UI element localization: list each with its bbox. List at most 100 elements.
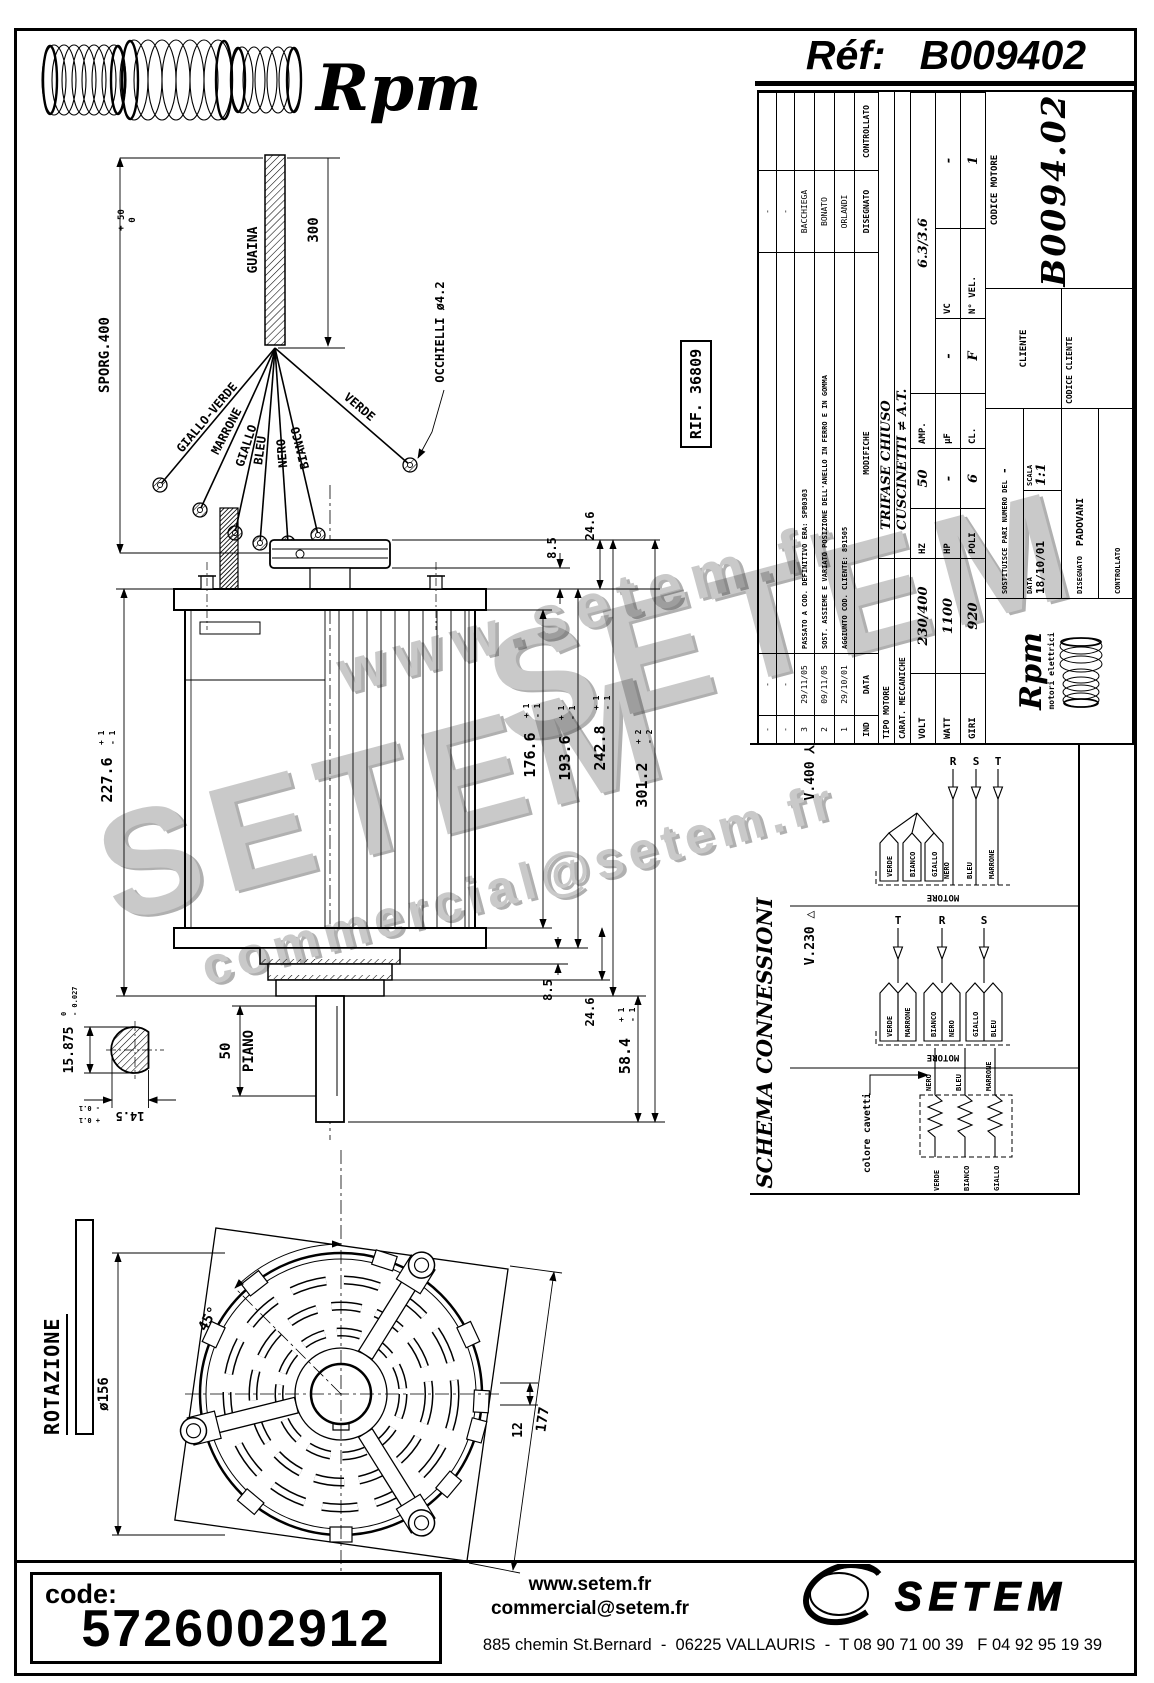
footer-address: 885 chemin St.Bernard - 06225 VALLAURIS … <box>482 1636 1103 1654</box>
controllato-label: CONTROLLATO <box>1113 547 1122 594</box>
revision-table: - - - - - - 3 29/11/05 PASSATO A COD. DE… <box>759 92 879 743</box>
rpm-mini-logo-text: Rpm <box>1013 632 1049 710</box>
codice-motore-value: B0094.02 <box>1034 93 1073 287</box>
tipo-motore-value: TRIFASE CHIUSO <box>879 92 895 558</box>
schema-border <box>750 743 1080 1195</box>
v230-wire-labels: VERDE MARRONE BIANCO NERO GIALLO BLEU <box>886 1007 998 1037</box>
sheet-border <box>14 28 1137 1676</box>
hp-label: HP <box>936 508 961 558</box>
code-label: code: <box>45 1579 118 1609</box>
codice-motore-label: CODICE MOTORE <box>990 154 1000 226</box>
dim-85t: 8.5 <box>545 537 559 559</box>
hp-value: - <box>936 448 961 508</box>
setem-logo-text: SETEM <box>895 1575 1068 1619</box>
rev-cell: - <box>777 653 795 715</box>
cl-value: F <box>961 318 986 393</box>
uf-label: μF <box>936 393 961 448</box>
rif-box: RIF. 36809 <box>680 340 712 448</box>
scala-label: SCALA <box>1026 464 1034 486</box>
drawing-info-cell: SOSTITUISCE PARI NUMERO DEL - DATA 18/10… <box>986 408 1136 598</box>
v230-terminals <box>879 982 1003 1042</box>
wire-label: MARRONE <box>988 849 996 879</box>
dim-584-tp: + 1 <box>617 1007 626 1022</box>
rev-cell: 3 <box>795 715 815 743</box>
ref-value: B009402 <box>919 32 1087 78</box>
dim-193: 193.6 <box>556 735 574 780</box>
phase-label: T <box>895 914 902 927</box>
rpm-logo: Rpm <box>41 39 482 126</box>
sostituisce-label: SOSTITUISCE PARI NUMERO DEL <box>1000 480 1009 594</box>
occhielli-leader <box>417 389 445 459</box>
data-label: DATA <box>1026 577 1034 594</box>
rev-cell: 29/11/05 <box>795 653 815 715</box>
dim-242: 242.8 <box>591 725 609 770</box>
motore-label: MOTORE <box>927 892 960 902</box>
cliente-label: CLIENTE <box>986 289 1062 408</box>
wire-label: BLEU <box>966 862 974 879</box>
code-box: code: 5726002912 <box>30 1572 442 1664</box>
rev-cell: - <box>777 715 795 743</box>
tipo-motore-row: TIPO MOTORE TRIFASE CHIUSO <box>879 92 895 743</box>
fan-cover <box>174 1150 509 1615</box>
poli-label: POLI <box>961 508 986 558</box>
tipo-motore-label: TIPO MOTORE <box>879 558 895 743</box>
nvel-value: 1 <box>961 92 986 228</box>
coil-icon <box>1059 637 1102 708</box>
rev-cell <box>795 92 815 170</box>
amp-value: 6.3/3.6 <box>911 92 936 393</box>
wire-label: NERO <box>948 1020 956 1037</box>
rev-cell: PASSATO A COD. DEFINITIVO ERA: SPB0303 <box>795 252 815 653</box>
rev-header: DISEGNATO <box>855 170 879 252</box>
sporg-tol-zero: 0 <box>128 217 138 222</box>
controllato-row: CONTROLLATO <box>1099 409 1136 598</box>
cliente-cell: CLIENTE CODICE CLIENTE <box>986 288 1136 408</box>
dim-156: ø156 <box>96 1377 112 1411</box>
rotazione-box <box>75 1219 94 1435</box>
v400-wire-labels: VERDE BIANCO GIALLO NERO BLEU MARRONE <box>886 849 996 879</box>
wire-label: GIALLO <box>993 1166 1001 1191</box>
dim-15875-t0: 0 <box>60 1012 68 1016</box>
watt-label: WATT <box>936 673 961 743</box>
code-value: 5726002912 <box>81 1600 391 1658</box>
dim-246b: 24.6 <box>583 998 597 1027</box>
phase-label: R <box>950 755 957 768</box>
rev-cell: 29/10/01 <box>835 653 855 715</box>
schema-title: SCHEMA CONNESSIONI <box>752 896 777 1188</box>
rif-text: RIF. 36809 <box>687 348 705 440</box>
codice-motore-cell: CODICE MOTORE B0094.02 <box>986 92 1136 288</box>
volt-value: 230/400 <box>911 558 936 673</box>
wire-label: BLEU <box>251 435 269 466</box>
motor-body <box>173 485 487 1140</box>
rev-cell: - <box>777 170 795 252</box>
carat-label: CARAT. MECCANICHE <box>895 558 911 743</box>
dim-301-tp: + 2 <box>634 729 643 744</box>
title-block: - - - - - - 3 29/11/05 PASSATO A COD. DE… <box>757 90 1136 745</box>
sostituisce-row: SOSTITUISCE PARI NUMERO DEL - <box>986 409 1024 598</box>
giri-value: 920 <box>961 558 986 673</box>
giri-label: GIRI <box>961 673 986 743</box>
wire-label: NERO <box>274 438 290 468</box>
data-value: 18/10/01 <box>1034 541 1047 594</box>
hz-value: 50 <box>911 448 936 508</box>
dim-584-tm: - 1 <box>628 1007 637 1022</box>
nvel-label: N° VEL. <box>961 228 986 318</box>
v400-lines <box>888 769 1004 885</box>
winding-box <box>919 1094 1013 1158</box>
dimension-lines <box>84 539 665 1123</box>
wires <box>159 347 411 544</box>
rev-cell <box>777 252 795 653</box>
wire-label: BIANCO <box>930 1012 938 1037</box>
dim-50: 50 <box>218 1043 234 1060</box>
rev-cell: BONATO <box>815 170 835 252</box>
ref-label: Réf: <box>805 32 886 78</box>
wire-label: MARRONE <box>985 1061 993 1091</box>
v230-label: V.230 △ <box>803 910 818 965</box>
title-block-bottom: Rpm motori elettrici SOSTITUISCE PARI NU… <box>986 92 1136 743</box>
rpm-logo-text: Rpm <box>314 51 482 126</box>
dim-242-tp: + 1 <box>592 695 601 710</box>
v400-terminals <box>879 832 944 882</box>
guaina-label: GUAINA <box>246 226 261 273</box>
dim-227-tp: + 1 <box>97 730 106 745</box>
rev-cell: 2 <box>815 715 835 743</box>
dim-193-tp: + 1 <box>557 705 566 720</box>
